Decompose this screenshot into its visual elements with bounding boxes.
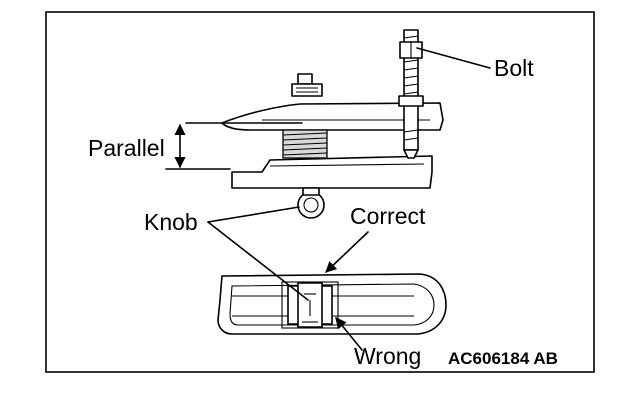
bolt-leader bbox=[416, 47, 491, 69]
figure-frame bbox=[45, 11, 595, 373]
knob-label: Knob bbox=[144, 209, 198, 235]
bolt-label: Bolt bbox=[494, 55, 534, 81]
bolt bbox=[398, 29, 424, 159]
knob-roller bbox=[297, 191, 325, 219]
wrong-label: Wrong bbox=[354, 343, 421, 369]
rocker-top-view bbox=[217, 273, 447, 335]
knob-leader-upper bbox=[207, 206, 300, 223]
knob-leader-lower bbox=[207, 221, 309, 301]
spring bbox=[282, 129, 328, 159]
correct-arrow bbox=[325, 231, 369, 273]
parallel-label: Parallel bbox=[88, 135, 165, 161]
correct-label: Correct bbox=[350, 203, 426, 229]
wrong-arrow bbox=[335, 317, 363, 351]
rocker-assembly-side-view bbox=[165, 29, 444, 219]
figure-code: AC606184 AB bbox=[448, 349, 558, 368]
